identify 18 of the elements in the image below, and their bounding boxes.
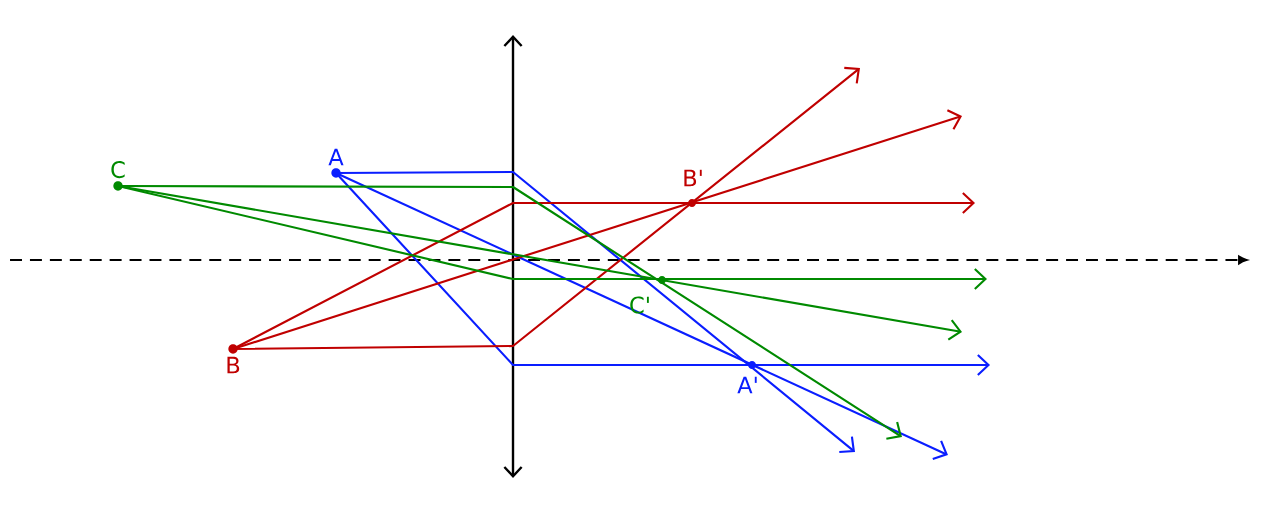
light-ray bbox=[232, 192, 976, 350]
object-point: B bbox=[227, 344, 240, 374]
light-ray bbox=[118, 184, 902, 440]
point-label: A' bbox=[737, 376, 757, 394]
light-ray bbox=[232, 109, 963, 350]
light-ray bbox=[336, 170, 856, 454]
object-point: C bbox=[111, 161, 125, 191]
object-point: A bbox=[328, 148, 344, 178]
light-ray bbox=[117, 184, 963, 341]
light-ray bbox=[335, 172, 991, 376]
point-label: C' bbox=[630, 296, 649, 314]
light-ray bbox=[233, 66, 860, 351]
node-label: C bbox=[111, 161, 125, 179]
light-ray bbox=[335, 172, 948, 460]
point-label: B' bbox=[684, 169, 702, 187]
node-label: B bbox=[227, 356, 240, 374]
node-label: A bbox=[328, 148, 344, 166]
light-ray bbox=[117, 184, 987, 290]
